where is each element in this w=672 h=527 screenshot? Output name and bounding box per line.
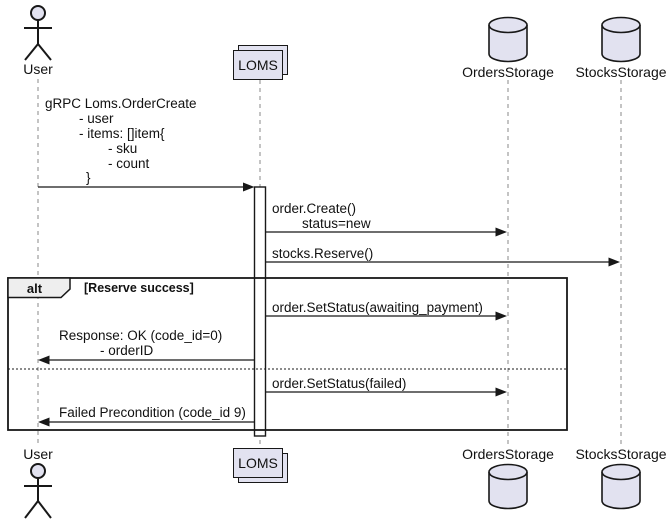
participant-user-top-label: User	[23, 61, 53, 77]
arrow-db-order-create	[265, 227, 507, 237]
participant-loms-bottom-label: LOMS	[238, 455, 278, 471]
message-stocks-reserve-label: stocks.Reserve()	[272, 246, 374, 261]
arrow-order-create-request	[38, 182, 255, 192]
alt-operator-label: alt	[26, 281, 43, 296]
arrow-set-status-failed	[265, 387, 507, 397]
database-orders-bottom-icon	[488, 463, 528, 510]
participant-user-bottom-label: User	[23, 446, 53, 462]
arrow-stocks-reserve	[265, 257, 620, 267]
database-stocks-top-icon	[601, 16, 641, 63]
message-order-create-line5: - count	[108, 156, 150, 171]
activation-bar-loms	[253, 186, 267, 437]
arrow-set-status-awaiting	[265, 311, 507, 321]
message-response-ok-line2: - orderID	[100, 343, 154, 358]
alt-guard-label: [Reserve success]	[84, 281, 194, 295]
message-set-status-awaiting-label: order.SetStatus(awaiting_payment)	[272, 300, 483, 315]
database-stocks-bottom-icon	[601, 463, 641, 510]
alt-frame	[7, 277, 568, 431]
participant-loms-top: LOMS	[233, 50, 283, 80]
message-response-ok-line1: Response: OK (code_id=0)	[59, 328, 223, 343]
alt-frame-header-pentagon	[7, 277, 71, 299]
message-order-create-line3: - items: []item{	[79, 126, 165, 141]
arrow-response-ok	[38, 355, 255, 365]
actor-user-bottom-figure	[24, 463, 52, 519]
message-db-order-create-line2: status=new	[302, 216, 371, 231]
participant-stocks-storage-top-label: StocksStorage	[575, 64, 667, 80]
message-order-create-line4: - sku	[108, 141, 138, 156]
database-orders-top-icon	[488, 16, 528, 63]
participant-loms-bottom: LOMS	[233, 448, 283, 478]
message-db-order-create-line1: order.Create()	[272, 201, 357, 216]
message-set-status-failed-label: order.SetStatus(failed)	[272, 376, 407, 391]
message-arrows	[38, 182, 620, 427]
message-order-create-line2: - user	[79, 111, 114, 126]
participant-stocks-storage-bottom-label: StocksStorage	[575, 446, 667, 462]
participant-orders-storage-bottom-label: OrdersStorage	[462, 446, 554, 462]
alt-frame-border	[7, 277, 568, 431]
message-failed-precondition-label: Failed Precondition (code_id 9)	[59, 405, 246, 420]
actor-head	[30, 5, 46, 21]
arrow-failed-precondition	[38, 417, 255, 427]
participant-loms-top-label: LOMS	[238, 57, 278, 73]
participant-orders-storage-top-label: OrdersStorage	[462, 64, 554, 80]
message-order-create-line1: gRPC Loms.OrderCreate	[45, 96, 197, 111]
message-order-create-line6: }	[86, 170, 91, 185]
actor-user-top-figure	[24, 5, 52, 61]
actor-head	[30, 463, 46, 479]
